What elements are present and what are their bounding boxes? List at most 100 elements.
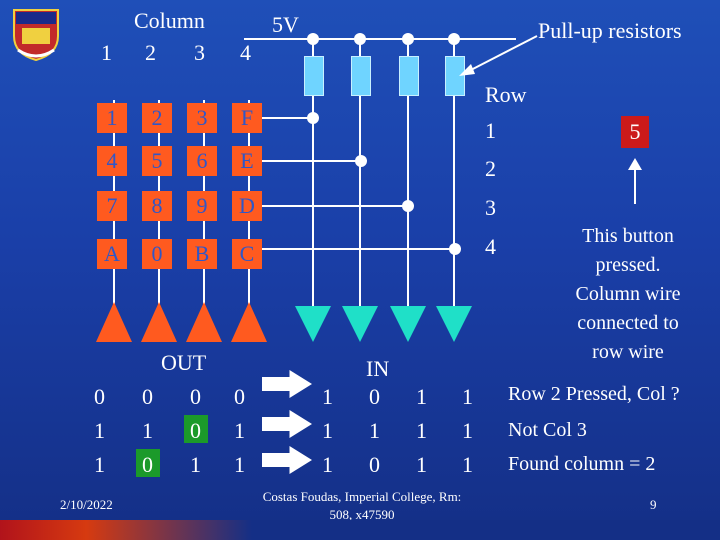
triangle-down-icon — [295, 306, 331, 342]
column-wire-1 — [312, 96, 314, 306]
footer-accent-bar — [0, 520, 720, 540]
column-wire-4 — [453, 96, 455, 306]
triangle-down-icon — [390, 306, 426, 342]
note-line-1: This button — [582, 225, 674, 247]
out-cell: 1 — [190, 452, 201, 477]
row-node-1 — [307, 112, 319, 124]
out-cell: 1 — [94, 452, 105, 477]
row-node-4 — [449, 243, 461, 255]
row-pressed-text: Row 2 Pressed, Col ? — [508, 383, 680, 405]
resistor-icon — [445, 56, 465, 96]
key-1[interactable]: 1 — [97, 103, 127, 133]
row-number-4: 4 — [485, 234, 496, 259]
key-7[interactable]: 7 — [97, 191, 127, 221]
key-b[interactable]: B — [187, 239, 217, 269]
out-cell: 1 — [234, 418, 245, 443]
button-note: This button pressed. Column wire connect… — [558, 222, 698, 367]
in-cell: 1 — [462, 418, 473, 443]
not-col-text: Not Col 3 — [508, 419, 587, 441]
arrow-up-icon — [628, 158, 642, 204]
key-a[interactable]: A — [97, 239, 127, 269]
key-8[interactable]: 8 — [142, 191, 172, 221]
key-d[interactable]: D — [232, 191, 262, 221]
triangle-down-icon — [436, 306, 472, 342]
out-cell: 0 — [94, 384, 105, 409]
key-3[interactable]: 3 — [187, 103, 217, 133]
row-node-2 — [355, 155, 367, 167]
supply-bus — [244, 38, 516, 40]
in-cell: 0 — [369, 452, 380, 477]
slide-date: 2/10/2022 — [60, 497, 113, 512]
in-cell: 1 — [416, 452, 427, 477]
resistor-icon — [399, 56, 419, 96]
pullup-label: Pull-up resistors — [538, 18, 682, 43]
out-cell: 0 — [142, 452, 153, 477]
column-number-4: 4 — [240, 40, 251, 65]
column-number-1: 1 — [101, 40, 112, 65]
key-9[interactable]: 9 — [187, 191, 217, 221]
in-cell: 1 — [322, 452, 333, 477]
in-cell: 1 — [369, 418, 380, 443]
out-cell: 0 — [234, 384, 245, 409]
key-f[interactable]: F — [232, 103, 262, 133]
key-6[interactable]: 6 — [187, 146, 217, 176]
footer-line-1: Costas Foudas, Imperial College, Rm: — [262, 489, 462, 504]
row-number-1: 1 — [485, 118, 496, 143]
triangle-up-icon — [141, 302, 177, 342]
out-cell: 0 — [142, 384, 153, 409]
out-highlight-row2 — [184, 415, 208, 443]
pressed-key-box: 5 — [621, 116, 649, 148]
out-label: OUT — [161, 350, 207, 375]
arrow-right-icon — [262, 446, 312, 474]
out-cell: 0 — [190, 418, 201, 443]
out-cell: 1 — [142, 418, 153, 443]
pullup-pointer-line — [459, 35, 538, 76]
key-e[interactable]: E — [232, 146, 262, 176]
key-2[interactable]: 2 — [142, 103, 172, 133]
column-number-3: 3 — [194, 40, 205, 65]
footer-line-2: 508, x47590 — [329, 507, 395, 522]
triangle-up-icon — [231, 302, 267, 342]
note-line-3: Column wire — [575, 283, 681, 305]
row-wire-3 — [244, 205, 410, 207]
in-cell: 0 — [369, 384, 380, 409]
resistor-lead-2 — [359, 39, 361, 57]
note-line-4: connected to — [577, 312, 679, 334]
in-cell: 1 — [322, 418, 333, 443]
column-label: Column — [134, 8, 205, 33]
key-0[interactable]: 0 — [142, 239, 172, 269]
column-number-2: 2 — [145, 40, 156, 65]
row-label: Row — [485, 82, 527, 107]
row-wire-1 — [244, 117, 314, 119]
resistor-lead-4 — [453, 39, 455, 57]
note-line-2: pressed. — [595, 254, 661, 276]
page-number: 9 — [650, 497, 657, 512]
out-cell: 0 — [190, 384, 201, 409]
in-cell: 1 — [416, 418, 427, 443]
row-node-3 — [402, 200, 414, 212]
arrow-right-icon — [262, 370, 312, 398]
in-label: IN — [366, 356, 390, 381]
triangle-down-icon — [342, 306, 378, 342]
triangle-up-icon — [186, 302, 222, 342]
out-highlight-row3 — [136, 449, 160, 477]
resistor-icon — [351, 56, 371, 96]
resistor-lead-3 — [407, 39, 409, 57]
arrow-right-icon — [262, 410, 312, 438]
column-wire-2 — [359, 96, 361, 306]
in-cell: 1 — [462, 384, 473, 409]
key-4[interactable]: 4 — [97, 146, 127, 176]
slide-footer: Costas Foudas, Imperial College, Rm: 508… — [236, 488, 488, 524]
key-5[interactable]: 5 — [142, 146, 172, 176]
row-number-3: 3 — [485, 195, 496, 220]
triangle-up-icon — [96, 302, 132, 342]
key-c[interactable]: C — [232, 239, 262, 269]
supply-label: 5V — [272, 12, 299, 37]
in-cell: 1 — [322, 384, 333, 409]
university-crest-icon — [10, 6, 62, 62]
row-wire-2 — [244, 160, 362, 162]
resistor-icon — [304, 56, 324, 96]
row-number-2: 2 — [485, 156, 496, 181]
resistor-lead-1 — [312, 39, 314, 57]
in-cell: 1 — [462, 452, 473, 477]
